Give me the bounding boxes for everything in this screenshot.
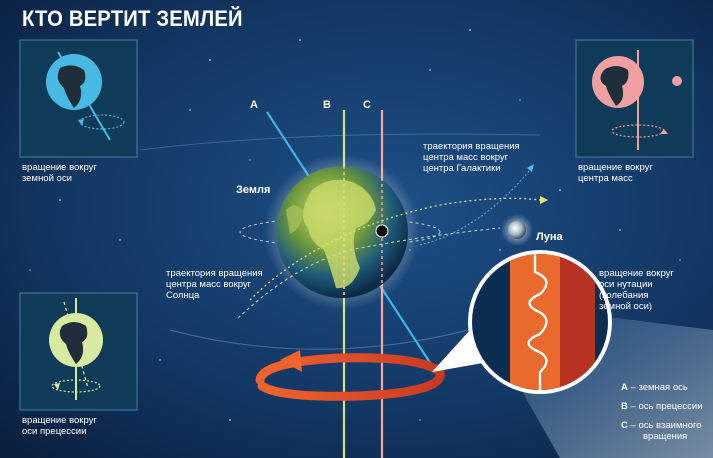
panel-top-right-caption: вращение вокруг центра масс <box>578 162 653 184</box>
legend-item-a: A – земная ось <box>621 382 688 393</box>
legend-item-c: C – ось взаимного <box>621 420 702 431</box>
axis-b-label: B <box>323 99 331 111</box>
galactic-trajectory-label: траектория вращения центра масс вокруг ц… <box>423 141 520 174</box>
precession-arrow <box>255 353 445 401</box>
legend-item-b: B – ось прецессии <box>621 401 703 412</box>
galactic-trajectory-arrow <box>540 196 548 204</box>
panel-tr-orbit-arrow <box>660 129 668 134</box>
panel-bl-continents <box>59 322 88 364</box>
galactic-leader-line <box>419 169 531 246</box>
nutation-label: вращение вокруг оси нутации (колебания з… <box>599 268 674 312</box>
stars <box>29 29 681 421</box>
panel-tr-continents <box>600 66 629 106</box>
panel-tr-moon <box>672 76 682 86</box>
nutation-band-dark-red <box>555 254 595 390</box>
page-title: КТО ВЕРТИТ ЗЕМЛЕЙ <box>22 6 243 31</box>
panel-bottom-left-caption: вращение вокруг оси прецессии <box>22 415 97 437</box>
nutation-wave <box>527 254 548 390</box>
precession-arrow-head <box>280 350 302 372</box>
legend-item-c-cont: вращения <box>643 431 688 442</box>
legend: A – земная ось B – ось прецессии C – ось… <box>621 382 703 442</box>
earth-label: Земля <box>236 184 271 196</box>
panel-top-left-caption: вращение вокруг земной оси <box>22 162 97 184</box>
galactic-leader-arrow <box>527 164 534 172</box>
panel-tl-orbit-arrow <box>78 119 84 126</box>
earth-continents <box>302 179 376 289</box>
axis-c-label: C <box>363 99 371 111</box>
axis-a-label: A <box>250 99 258 111</box>
solar-trajectory-label: траектория вращения центра масс вокруг С… <box>166 268 263 301</box>
earth-continents-2 <box>286 205 304 234</box>
moon <box>508 221 526 239</box>
center-of-mass-dot <box>375 224 389 238</box>
panel-bl-orbit-arrow <box>54 383 60 390</box>
nutation-band-orange <box>510 254 560 390</box>
moon-label: Луна <box>536 231 563 243</box>
curved-light-streak-2 <box>139 133 541 151</box>
panel-tl-continents <box>57 65 86 108</box>
panel-bl-orbit <box>51 379 101 393</box>
